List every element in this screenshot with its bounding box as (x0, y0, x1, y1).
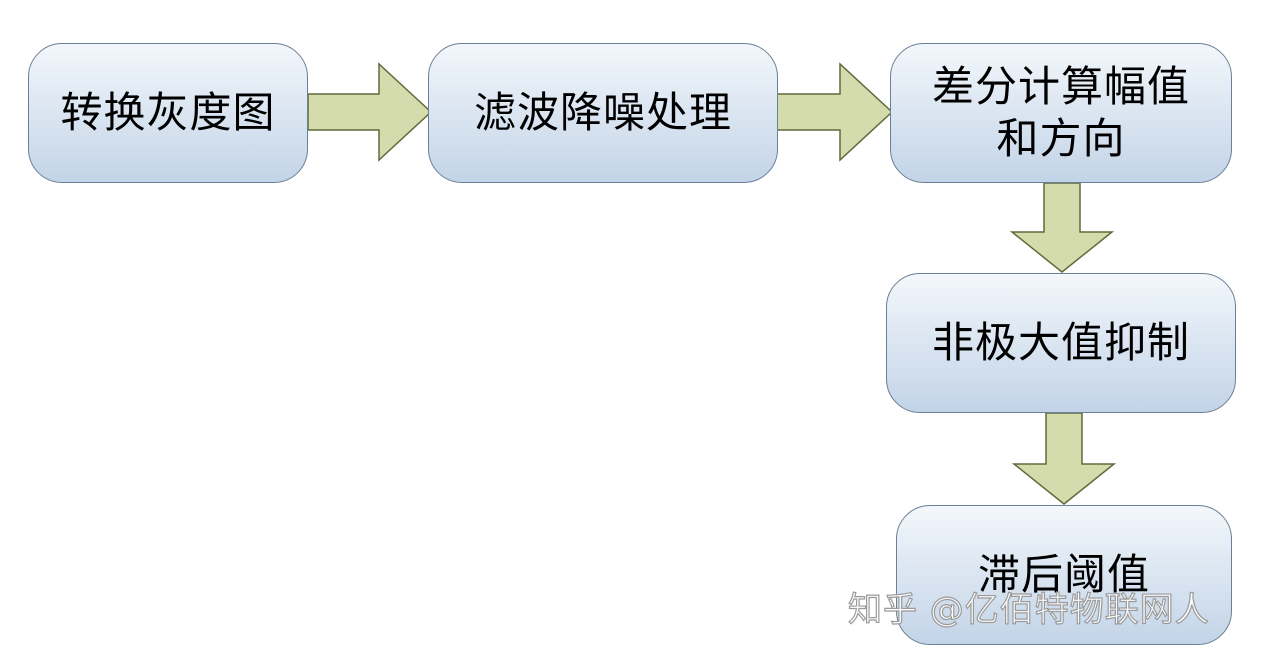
arrow-3-to-4 (1010, 182, 1114, 274)
step-label: 非极大值抑制 (931, 317, 1190, 367)
step-hysteresis-threshold: 滞后阈值 (896, 505, 1232, 645)
arrow-2-to-3 (776, 62, 894, 162)
arrow-4-to-5 (1012, 412, 1116, 506)
watermark: 知乎 @亿佰特物联网人 (847, 589, 1210, 630)
step-label: 滤波降噪处理 (473, 87, 732, 137)
arrow-1-to-2 (307, 62, 433, 162)
step-gradient-magnitude-direction: 差分计算幅值和方向 (890, 43, 1232, 183)
step-label: 差分计算幅值和方向 (931, 61, 1190, 164)
step-convert-grayscale: 转换灰度图 (28, 43, 308, 183)
step-noise-filtering: 滤波降噪处理 (428, 43, 778, 183)
step-label: 转换灰度图 (60, 87, 276, 137)
step-label: 滞后阈值 (977, 549, 1150, 599)
step-non-maximum-suppression: 非极大值抑制 (886, 273, 1236, 413)
